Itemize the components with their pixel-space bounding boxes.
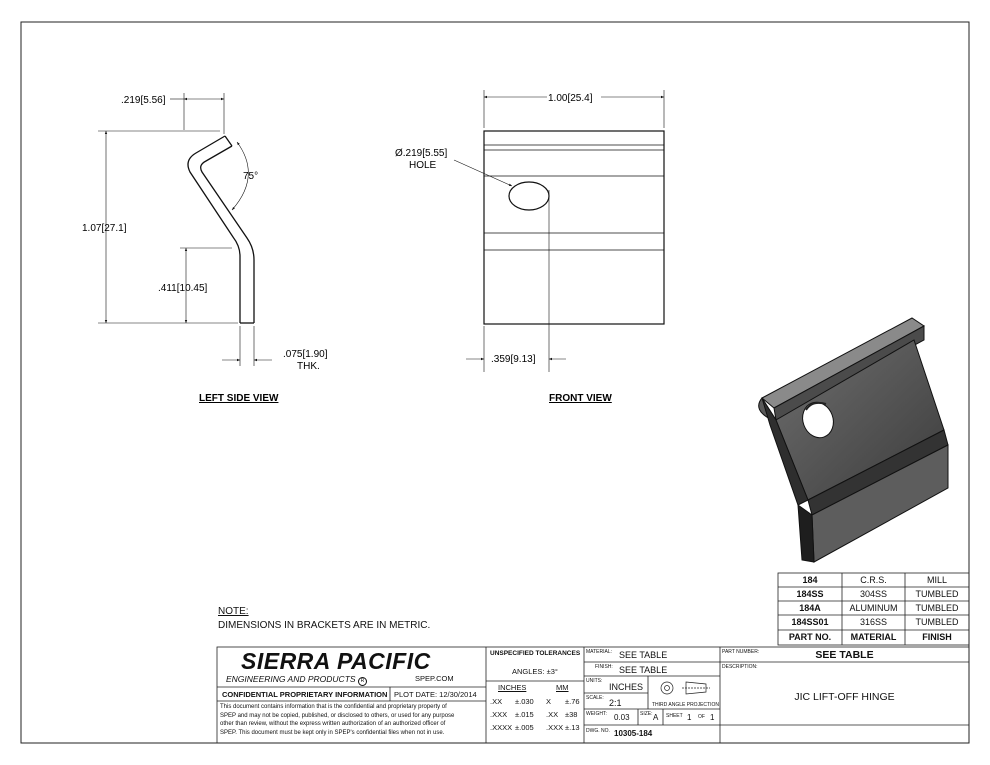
parts-row-part: 184A (799, 603, 821, 613)
tol-in-val: ±.015 (515, 710, 534, 719)
dim-height: 1.07[27.1] (82, 223, 127, 234)
part-number-value: SEE TABLE (815, 649, 874, 661)
parts-row-part: 184SS01 (791, 617, 829, 627)
tol-in-val: ±.030 (515, 697, 534, 706)
material-value: SEE TABLE (619, 650, 668, 660)
tolerances-title: UNSPECIFIED TOLERANCES (490, 650, 581, 657)
sheet-value: 1 (687, 713, 692, 722)
dim-thickness: .075[1.90] (283, 349, 328, 360)
parts-header-material: MATERIAL (850, 632, 897, 642)
tol-in-val: ±.005 (515, 723, 534, 732)
parts-row-finish: MILL (926, 575, 947, 585)
dim-top-width: .219[5.56] (121, 95, 166, 106)
parts-row-material: C.R.S. (860, 575, 887, 585)
dim-lower: .411[10.45] (158, 283, 208, 294)
tolerances-inches-header: INCHES (498, 683, 527, 692)
weight-label: WEIGHT: (586, 711, 607, 717)
parts-row-finish: TUMBLED (915, 589, 959, 599)
sheet-label: SHEET (666, 713, 683, 719)
dim-angle: 75° (243, 171, 258, 182)
company-website: SPEP.COM (415, 674, 454, 683)
part-number-label: PART NUMBER: (722, 649, 760, 655)
tolerances-mm-header: MM (556, 683, 569, 692)
tol-mm-prec: .XX (546, 710, 559, 719)
dim-thickness-label: THK. (297, 361, 320, 372)
description-value: JIC LIFT-OFF HINGE (794, 691, 895, 703)
finish-value: SEE TABLE (619, 665, 668, 675)
plot-date: PLOT DATE: 12/30/2014 (394, 690, 477, 699)
of-label: OF (698, 714, 705, 720)
scale-value: 2:1 (609, 698, 622, 708)
dwg-number: 10305-184 (614, 729, 653, 738)
tol-in-prec: .XXXX (490, 723, 513, 732)
confidential-text: This document contains information that … (220, 704, 455, 736)
tol-mm-val: ±.76 (565, 697, 580, 706)
units-label: UNITS: (586, 678, 603, 684)
parts-row-finish: TUMBLED (915, 603, 959, 613)
parts-row-finish: TUMBLED (915, 617, 959, 627)
tol-mm-prec: .XXX (546, 723, 564, 732)
third-angle-projection-icon (660, 681, 710, 695)
scale-label: SCALE: (586, 695, 604, 701)
dim-hole-label: HOLE (409, 160, 437, 171)
description-label: DESCRIPTION: (722, 664, 758, 670)
material-label: MATERIAL: (586, 649, 613, 655)
tol-mm-prec: X (546, 697, 552, 706)
finish-label: FINISH: (595, 664, 613, 670)
front-view-label: FRONT VIEW (549, 393, 612, 404)
isometric-view (758, 317, 949, 563)
dim-hole-diameter: Ø.219[5.55] (395, 148, 448, 159)
left-side-view (98, 93, 272, 366)
dim-hole-position: .359[9.13] (491, 354, 536, 365)
parts-row-material: ALUMINUM (849, 603, 898, 613)
weight-value: 0.03 (614, 713, 630, 722)
parts-row-material: 304SS (859, 589, 888, 599)
parts-header-finish: FINISH (922, 632, 952, 642)
size-value: A (653, 713, 659, 722)
note-title: NOTE: (218, 606, 249, 617)
tol-in-prec: .XXX (490, 710, 508, 719)
tolerances-angles: ANGLES: ±3° (512, 667, 558, 676)
parts-row-material: 316SS (859, 617, 888, 627)
hole (508, 181, 550, 211)
parts-row-part: 184 (802, 575, 818, 585)
dwg-label: DWG. NO. (586, 728, 610, 734)
size-label: SIZE: (640, 711, 653, 717)
dim-width: 1.00[25.4] (548, 93, 593, 104)
tol-in-prec: .XX (490, 697, 503, 706)
company-name: SIERRA PACIFIC (241, 648, 431, 674)
title-block-lines (216, 646, 970, 744)
confidential-title: CONFIDENTIAL PROPRIETARY INFORMATION (222, 690, 388, 699)
tol-mm-val: ±38 (565, 710, 578, 719)
front-view (453, 90, 665, 372)
parts-row-part: 184SS (796, 589, 824, 599)
parts-header-part: PART NO. (788, 632, 832, 642)
units-value: INCHES (609, 682, 644, 692)
parts-table-lines (777, 572, 970, 646)
of-value: 1 (710, 713, 715, 722)
tol-mm-val: ±.13 (565, 723, 580, 732)
projection-label: THIRD ANGLE PROJECTION (652, 702, 719, 708)
left-side-view-label: LEFT SIDE VIEW (199, 393, 279, 404)
note-text: DIMENSIONS IN BRACKETS ARE IN METRIC. (218, 620, 431, 631)
company-subtitle: ENGINEERING AND PRODUCTS R (226, 674, 367, 686)
registered-icon: R (357, 677, 367, 686)
